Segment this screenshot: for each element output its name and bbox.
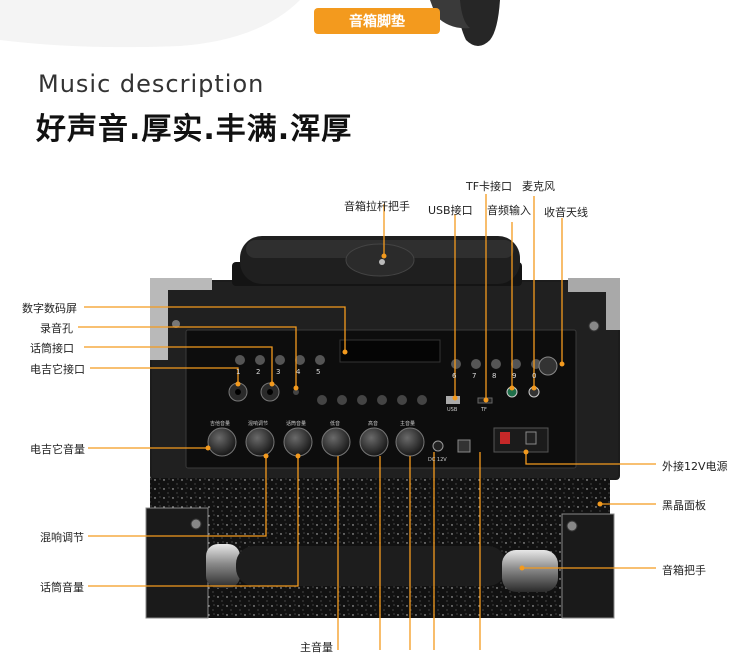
label-display: 数字数码屏 xyxy=(22,302,77,315)
digital-display xyxy=(339,339,441,363)
callout-lines xyxy=(78,194,656,650)
btn-num-2: 2 xyxy=(256,368,261,376)
foot-pad-graphic xyxy=(0,0,500,48)
label-antenna: 收音天线 xyxy=(544,206,588,219)
knob-label-bass: 低音 xyxy=(330,421,341,427)
btn-num-4: 4 xyxy=(296,368,301,376)
label-reverb: 混响调节 xyxy=(40,531,84,544)
label-power-12v: 外接12V电源 xyxy=(662,460,728,473)
label-guitar-port: 电吉它接口 xyxy=(30,363,85,376)
speaker-handle-graphic xyxy=(206,544,558,592)
control-panel xyxy=(185,329,577,469)
btn-num-0: 0 xyxy=(532,372,537,380)
label-mic-port: 话筒接口 xyxy=(30,342,74,355)
tf-small-label: TF xyxy=(481,407,487,413)
top-banner: 音箱脚垫 xyxy=(0,0,750,60)
power-switch xyxy=(457,439,471,453)
pull-handle xyxy=(232,236,522,286)
label-crystal-panel: 黑晶面板 xyxy=(662,499,706,512)
function-buttons xyxy=(317,395,427,405)
btn-num-3: 3 xyxy=(276,368,281,376)
knob-label-treble: 高音 xyxy=(368,421,379,427)
btn-num-9: 9 xyxy=(512,372,517,380)
dc-small-label: DC 12V xyxy=(428,457,447,463)
number-buttons-left xyxy=(235,355,325,365)
btn-num-1: 1 xyxy=(236,368,241,376)
label-mic: 麦克风 xyxy=(522,180,555,193)
knob-label-mic: 话筒音量 xyxy=(286,421,307,427)
label-handle-pull: 音箱拉杆把手 xyxy=(344,200,410,213)
label-mic-volume: 话筒音量 xyxy=(40,581,84,594)
section-title-zh: 好声音.厚实.丰满.浑厚 xyxy=(36,112,353,147)
label-record-hole: 录音孔 xyxy=(40,322,73,335)
knob-row xyxy=(207,427,425,457)
knob-label-reverb: 混响调节 xyxy=(248,421,269,427)
label-master-volume: 主音量 xyxy=(300,641,333,654)
usb-slot xyxy=(446,396,460,404)
label-audio-in: 音频输入 xyxy=(487,204,531,217)
label-tf-port: TF卡接口 xyxy=(466,180,513,193)
label-guitar-volume: 电吉它音量 xyxy=(30,443,85,456)
btn-num-7: 7 xyxy=(472,372,477,380)
section-title-en: Music description xyxy=(38,70,265,98)
btn-num-5: 5 xyxy=(316,368,321,376)
knob-label-guitar: 吉他音量 xyxy=(210,421,231,427)
btn-num-8: 8 xyxy=(492,372,497,380)
usb-small-label: USB xyxy=(447,407,458,413)
foot-pad-badge: 音箱脚垫 xyxy=(314,8,440,34)
record-hole xyxy=(293,389,299,395)
label-usb-port: USB接口 xyxy=(428,204,473,217)
label-speaker-handle: 音箱把手 xyxy=(662,564,706,577)
antenna-knob xyxy=(538,356,558,376)
btn-num-6: 6 xyxy=(452,372,457,380)
knob-label-master: 主音量 xyxy=(400,421,416,427)
callout-dots xyxy=(205,253,603,571)
dc-jack xyxy=(432,440,444,452)
